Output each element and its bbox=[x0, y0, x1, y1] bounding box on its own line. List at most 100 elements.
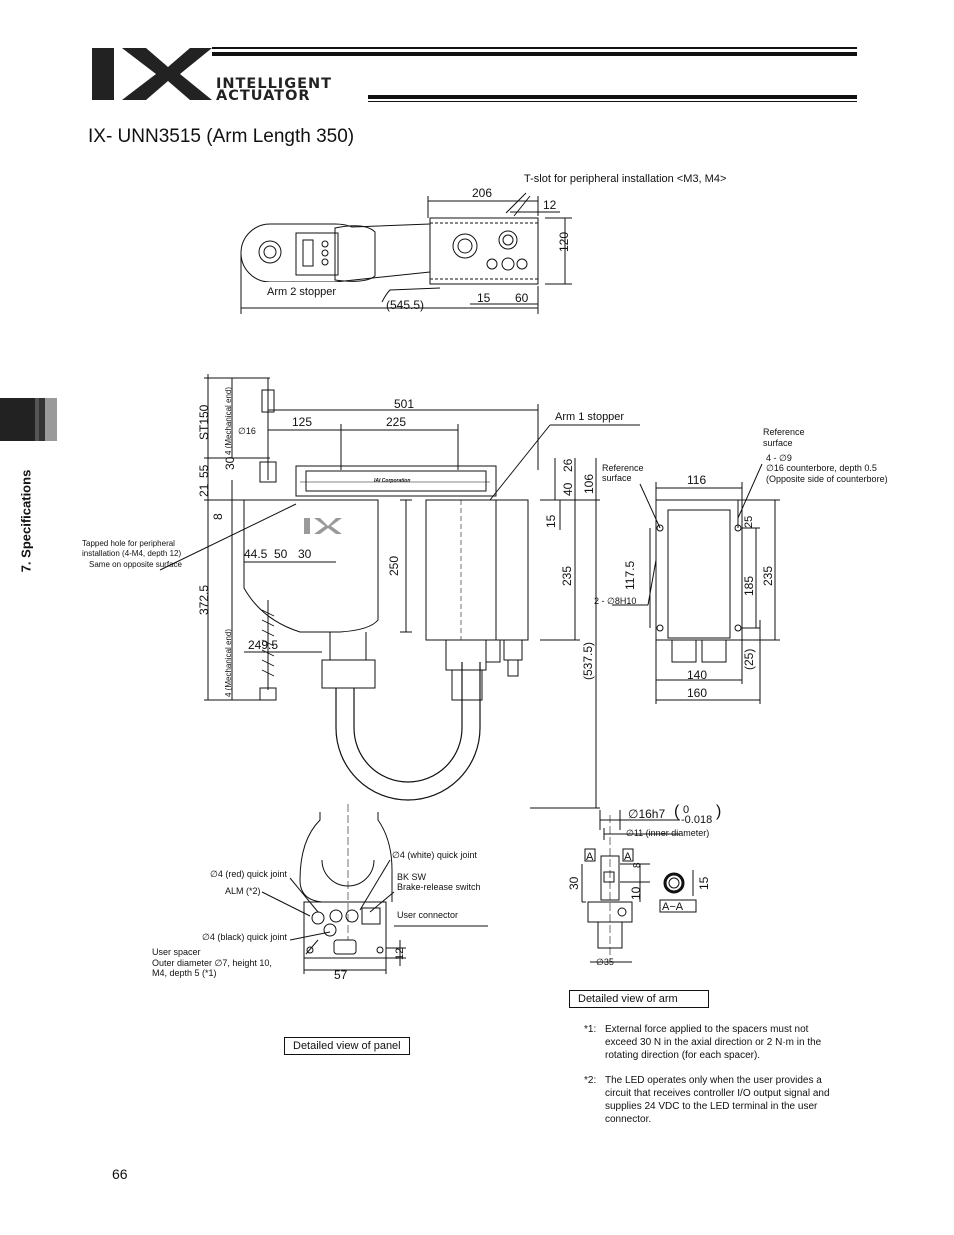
bk-sw-label: BK SW bbox=[397, 872, 427, 882]
dim-185: 185 bbox=[742, 576, 756, 596]
header-rule-top-2 bbox=[212, 52, 857, 56]
dim-40: 40 bbox=[561, 482, 575, 496]
dim-250: 250 bbox=[387, 556, 401, 576]
side-view-small-ix-logo bbox=[304, 518, 342, 534]
dim-8: 8 bbox=[211, 513, 225, 520]
dim-206: 206 bbox=[472, 186, 492, 200]
dim-501: 501 bbox=[394, 397, 414, 411]
tapped-hole-line3: Same on opposite surface bbox=[89, 560, 182, 569]
panel-view-caption: Detailed view of panel bbox=[284, 1037, 410, 1055]
arm-brand-text: IAI Corporation bbox=[374, 478, 410, 484]
black-joint-label: ∅4 (black) quick joint bbox=[202, 932, 287, 942]
dim-160: 160 bbox=[687, 686, 707, 700]
dim-235-side: 235 bbox=[560, 566, 574, 586]
tol-paren-open: ( bbox=[674, 803, 680, 820]
dim-225: 225 bbox=[386, 415, 406, 429]
user-connector-label: User connector bbox=[397, 910, 458, 920]
section-a-left: A bbox=[586, 851, 594, 863]
tapped-hole-line2: installation (4-M4, depth 12) bbox=[82, 549, 182, 558]
brand-line-2: ACTUATOR bbox=[216, 88, 311, 104]
top-view bbox=[240, 192, 572, 314]
dim-15-side: 15 bbox=[544, 514, 558, 528]
dim-235-base: 235 bbox=[761, 566, 775, 586]
dim-26: 26 bbox=[561, 458, 575, 472]
dim-st150: ST150 bbox=[197, 404, 211, 440]
holes-line1: 4 - ∅9 bbox=[766, 453, 792, 463]
brake-switch-label: Brake-release switch bbox=[397, 882, 481, 892]
page-number: 66 bbox=[112, 1166, 128, 1182]
dim-372-5: 372.5 bbox=[197, 585, 211, 615]
mech-end-top: 4 (Mechanical end) bbox=[224, 387, 233, 455]
dim-8-arm: 8 bbox=[632, 862, 643, 868]
dim-50: 50 bbox=[274, 547, 288, 561]
dim-12-panel: 12 bbox=[394, 948, 406, 960]
dim-537-5: (537.5) bbox=[581, 642, 595, 680]
white-joint-label: ∅4 (white) quick joint bbox=[392, 850, 477, 860]
side-view bbox=[159, 374, 640, 809]
dim-12-top: 12 bbox=[543, 198, 557, 212]
dim-44-5: 44.5 bbox=[244, 547, 268, 561]
dim-249-5: 249.5 bbox=[248, 638, 278, 652]
inner-diameter-label: ∅11 (inner diameter) bbox=[626, 828, 709, 838]
dim-30: 30 bbox=[223, 456, 237, 470]
dim-phi16: ∅16 bbox=[238, 426, 256, 436]
arm-view-caption: Detailed view of arm bbox=[569, 990, 709, 1008]
section-a-right: A bbox=[624, 851, 632, 863]
section-aa-label: A−A bbox=[662, 901, 684, 913]
dim-116: 116 bbox=[687, 473, 706, 487]
note-2-text: The LED operates only when the user prov… bbox=[605, 1075, 830, 1125]
arm-detail bbox=[581, 810, 697, 963]
dim-25-paren: (25) bbox=[742, 649, 756, 670]
header-rule-top bbox=[212, 47, 857, 49]
ix-logo-icon bbox=[92, 48, 212, 100]
spacer-line2: Outer diameter ∅7, height 10, bbox=[152, 958, 272, 968]
ref-surface-left-2: surface bbox=[602, 473, 632, 483]
base-view bbox=[612, 463, 780, 704]
arm2-stopper-label: Arm 2 stopper bbox=[267, 286, 336, 298]
tol-paren-close: ) bbox=[716, 803, 721, 820]
holes-line3: (Opposite side of counterbore) bbox=[766, 474, 888, 484]
dim-140: 140 bbox=[687, 668, 707, 682]
panel-detail bbox=[261, 804, 488, 974]
header-rule-bottom bbox=[368, 95, 857, 99]
dim-phi35: ∅35 bbox=[596, 957, 614, 967]
tapped-hole-line1: Tapped hole for peripheral bbox=[82, 539, 175, 548]
dim-25-base: 25 bbox=[743, 516, 755, 528]
chapter-tab-marker bbox=[0, 398, 57, 441]
tol-upper: 0 bbox=[683, 804, 689, 816]
tslot-label: T-slot for peripheral installation <M3, … bbox=[524, 173, 726, 185]
holes-line2: ∅16 counterbore, depth 0.5 bbox=[766, 463, 877, 473]
ref-surface-left-1: Reference bbox=[602, 463, 644, 473]
dim-117-5: 117.5 bbox=[623, 561, 637, 590]
note-2-mark: *2: bbox=[584, 1075, 597, 1086]
dim-120: 120 bbox=[557, 232, 571, 252]
arm1-stopper-label: Arm 1 stopper bbox=[555, 411, 624, 423]
pin-holes: 2 - ∅8H10 bbox=[594, 596, 636, 606]
shaft-dim: ∅16h7 bbox=[628, 807, 665, 821]
tol-lower: -0.018 bbox=[681, 814, 712, 826]
dim-545: (545.5) bbox=[386, 298, 424, 312]
ref-surface-right-2: surface bbox=[763, 438, 793, 448]
dim-15-top: 15 bbox=[477, 291, 491, 305]
dim-125: 125 bbox=[292, 415, 312, 429]
page-title: IX- UNN3515 (Arm Length 350) bbox=[88, 126, 355, 147]
dim-10-arm: 10 bbox=[629, 886, 643, 900]
dim-57: 57 bbox=[334, 968, 348, 982]
note-1-text: External force applied to the spacers mu… bbox=[605, 1024, 822, 1061]
dim-55: 55 bbox=[197, 464, 211, 478]
dim-30-b: 30 bbox=[298, 547, 312, 561]
dim-30-arm: 30 bbox=[567, 876, 581, 890]
spacer-line1: User spacer bbox=[152, 947, 201, 957]
ref-surface-right-1: Reference bbox=[763, 427, 805, 437]
dim-15-arm: 15 bbox=[697, 876, 711, 890]
brand-line-1: INTELLIGENT bbox=[216, 76, 333, 92]
red-joint-label: ∅4 (red) quick joint bbox=[210, 869, 287, 879]
alm-label: ALM (*2) bbox=[225, 886, 261, 896]
note-1-mark: *1: bbox=[584, 1024, 597, 1035]
header-rule-bottom-2 bbox=[368, 101, 857, 102]
dim-106: 106 bbox=[582, 474, 596, 494]
mech-end-bottom: 4 (Mechanical end) bbox=[224, 629, 233, 697]
spacer-line3: M4, depth 5 (*1) bbox=[152, 968, 217, 978]
dim-60: 60 bbox=[515, 291, 529, 305]
